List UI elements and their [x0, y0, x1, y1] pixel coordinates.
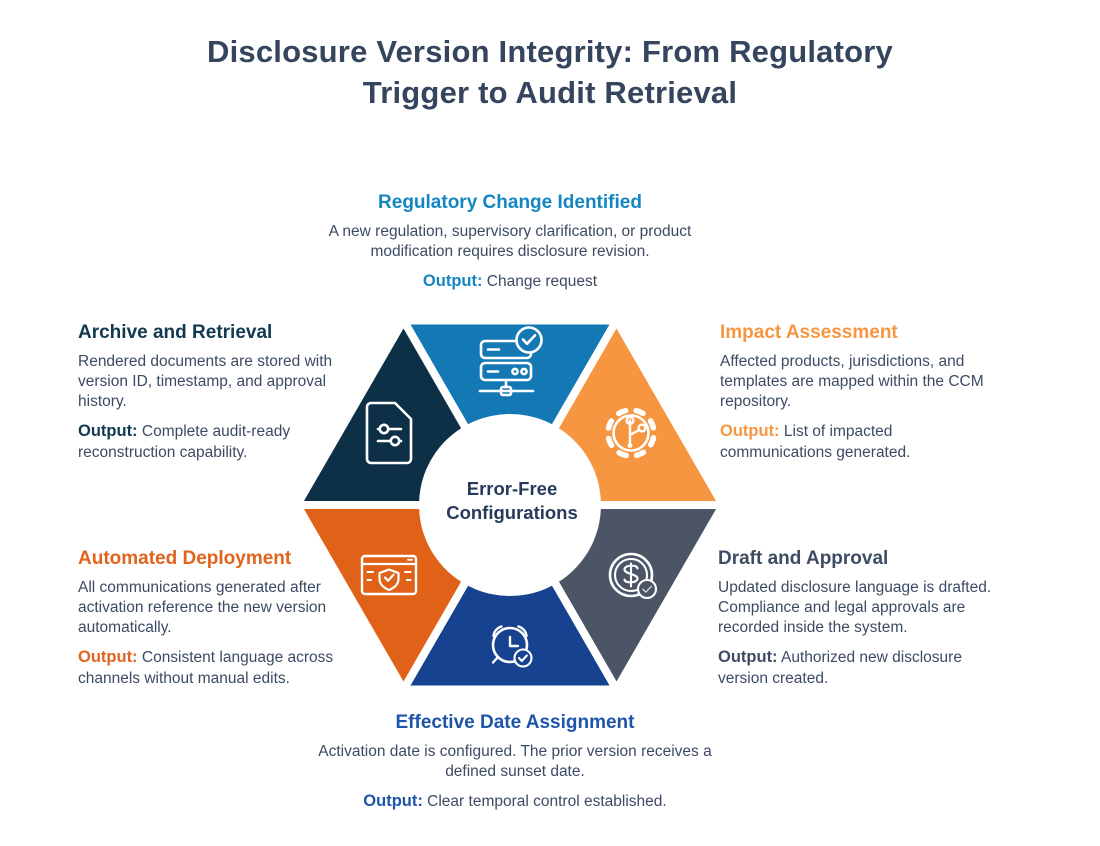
stage-output: Output: Clear temporal control establish… [300, 791, 730, 812]
output-text: List of impacted communications generate… [720, 423, 911, 461]
center-label: Error-Free Configurations [412, 477, 612, 525]
stage-body: Affected products, jurisdictions, and te… [720, 352, 984, 411]
stage-body: A new regulation, supervisory clarificat… [328, 222, 692, 260]
stage-draft-approval: Draft and Approval Updated disclosure la… [718, 548, 1010, 689]
stage-body: All communications generated after activ… [78, 578, 327, 637]
output-label: Output: [78, 422, 138, 441]
output-text: Authorized new disclosure version create… [718, 649, 962, 687]
output-label: Output: [422, 272, 483, 291]
stage-title: Impact Assessment [720, 322, 898, 343]
page-title: Disclosure Version Integrity: From Regul… [207, 34, 893, 110]
document-sliders-icon [365, 401, 413, 465]
stage-title: Effective Date Assignment [395, 712, 635, 733]
output-text: Clear temporal control established. [427, 793, 667, 811]
stage-impact-assessment: Impact Assessment Affected products, jur… [720, 322, 992, 463]
server-check-icon [478, 326, 543, 397]
center-label-line2: Configurations [446, 502, 578, 524]
center-circle [419, 414, 601, 596]
stage-output: Output: Authorized new disclosure versio… [718, 647, 1010, 689]
output-label: Output: [720, 422, 780, 441]
alarm-clock-check-icon [491, 625, 533, 668]
dollar-coin-check-icon [608, 552, 658, 600]
center-label-line1: Error-Free [466, 478, 558, 499]
output-label: Output: [363, 792, 423, 811]
stage-output: Output: List of impacted communications … [720, 421, 992, 463]
stage-regulatory-change: Regulatory Change Identified A new regul… [290, 192, 730, 293]
stage-automated-deployment: Automated Deployment All communications … [78, 548, 378, 689]
stage-title: Regulatory Change Identified [378, 192, 642, 213]
stage-title: Automated Deployment [78, 548, 292, 569]
output-text: Change request [486, 273, 598, 291]
browser-shield-icon [360, 554, 418, 596]
stage-output: Output: Change request [290, 271, 730, 292]
stage-title: Archive and Retrieval [78, 322, 273, 343]
stage-archive-retrieval: Archive and Retrieval Rendered documents… [78, 322, 334, 463]
stage-effective-date: Effective Date Assignment Activation dat… [300, 712, 730, 813]
stage-body: Updated disclosure language is drafted. … [718, 578, 992, 637]
stage-title: Draft and Approval [718, 548, 889, 569]
stage-output: Output: Complete audit-ready reconstruct… [78, 421, 334, 463]
hexagon-diagram [278, 298, 742, 712]
output-label: Output: [718, 648, 778, 667]
output-text: Complete audit-ready reconstruction capa… [78, 423, 291, 461]
output-text: Consistent language across channels with… [78, 649, 334, 687]
stage-output: Output: Consistent language across chann… [78, 647, 378, 689]
stage-body: Activation date is configured. The prior… [318, 742, 712, 780]
stage-body: Rendered documents are stored with versi… [78, 352, 333, 411]
output-label: Output: [78, 648, 138, 667]
gear-circuit-icon [605, 407, 657, 459]
